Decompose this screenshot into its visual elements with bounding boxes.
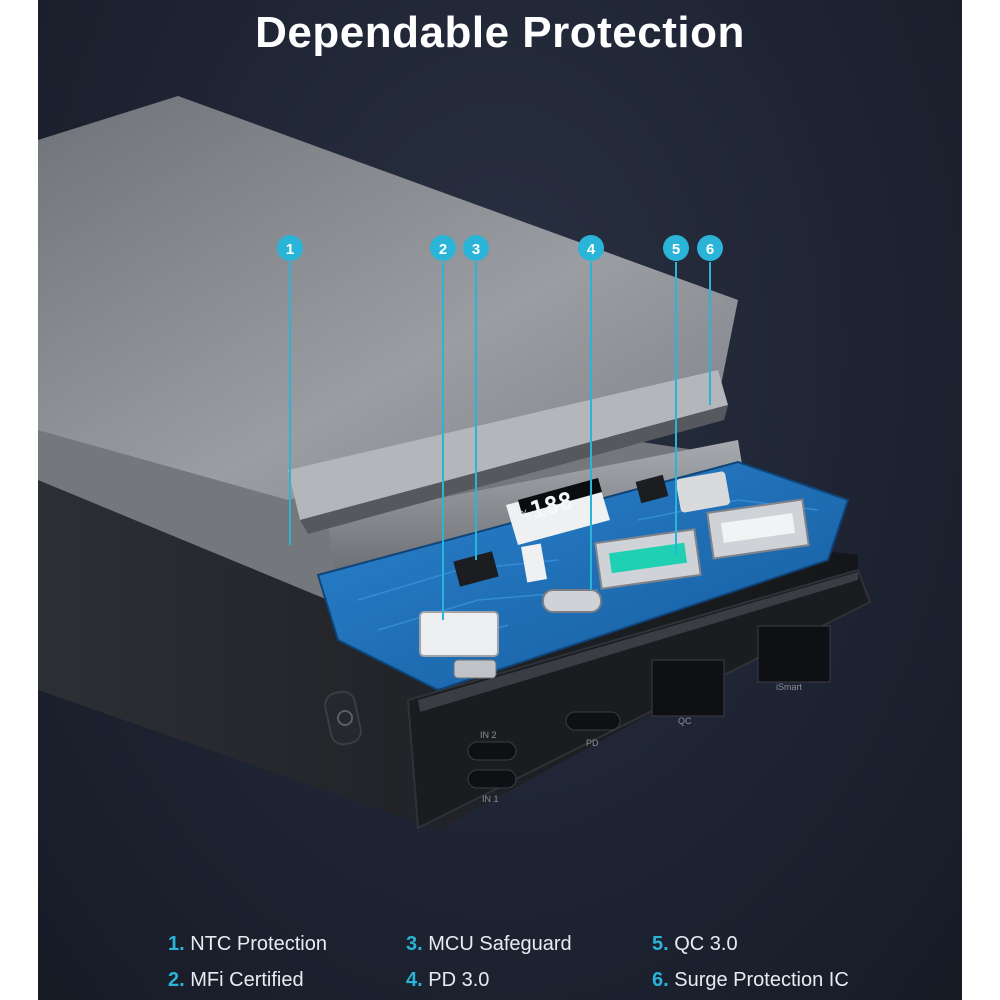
feature-number: 2. (168, 969, 185, 991)
port-qc: QC (651, 659, 725, 726)
port-label-in1: IN 1 (482, 794, 499, 804)
feature-number: 1. (168, 933, 185, 955)
surge-protection-chip (676, 471, 730, 513)
svg-text:6: 6 (706, 241, 714, 258)
feature-item-mfi: 2. MFi Certified (168, 969, 304, 992)
mcu-chip (453, 551, 499, 587)
callout-2: 2 (430, 235, 456, 261)
feature-label: PD 3.0 (428, 969, 490, 991)
port-in1: IN 1 (467, 769, 517, 804)
feature-number: 4. (406, 969, 423, 991)
shell-top-cover (38, 96, 738, 534)
callout-4: 4 (578, 235, 604, 261)
port-ismart: iSmart (757, 625, 831, 692)
board-usb-a-qc (594, 528, 702, 590)
page-title: Dependable Protection (255, 8, 745, 57)
port-in2: IN 2 (467, 730, 517, 761)
port-pd: PD (565, 711, 621, 748)
svg-text:3: 3 (472, 241, 480, 258)
svg-text:4: 4 (587, 241, 596, 258)
feature-list: 1. NTC Protection 2. MFi Certified 3. MC… (38, 928, 962, 1000)
feature-number: 3. (406, 933, 423, 955)
power-bank-illustration: IN 2 IN 1 PD QC iSmart (38, 96, 872, 830)
display-unit: % (519, 508, 531, 521)
port-label-qc: QC (678, 716, 692, 726)
callout-lines (289, 262, 711, 620)
power-button[interactable] (323, 689, 363, 746)
callout-5: 5 (663, 235, 689, 261)
port-label-in2: IN 2 (480, 730, 497, 740)
port-label-pd: PD (586, 738, 599, 748)
board-usb-a-smart (706, 498, 810, 560)
svg-text:1: 1 (286, 241, 294, 258)
feature-label: Surge Protection IC (674, 969, 849, 991)
feature-label: MCU Safeguard (428, 933, 572, 955)
feature-label: MFi Certified (190, 969, 304, 991)
callout-6: 6 (697, 235, 723, 261)
svg-text:5: 5 (672, 241, 680, 258)
feature-item-pd: 4. PD 3.0 (406, 969, 489, 992)
feature-number: 5. (652, 933, 669, 955)
board-micro-usb-port (453, 659, 497, 679)
feature-item-qc: 5. QC 3.0 (652, 933, 738, 956)
board-usb-c-port (542, 589, 602, 613)
svg-text:2: 2 (439, 241, 447, 258)
feature-item-surge: 6. Surge Protection IC (652, 969, 849, 992)
callout-1: 1 (277, 235, 303, 261)
feature-label: QC 3.0 (674, 933, 738, 955)
feature-item-mcu: 3. MCU Safeguard (406, 933, 572, 956)
callout-3: 3 (463, 235, 489, 261)
feature-label: NTC Protection (190, 933, 327, 955)
product-image-panel: Dependable Protection (38, 0, 962, 1000)
feature-item-ntc: 1. NTC Protection (168, 933, 327, 956)
board-lightning-port (419, 611, 499, 657)
circuit-board: 188 % (316, 460, 850, 692)
port-label-ismart: iSmart (776, 682, 803, 692)
feature-number: 6. (652, 969, 669, 991)
